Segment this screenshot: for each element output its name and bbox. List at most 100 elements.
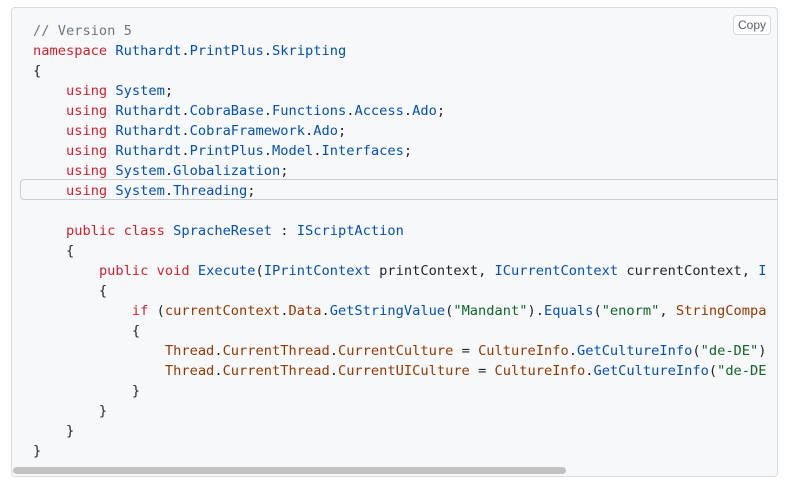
- code-token: ;: [337, 123, 347, 139]
- code-line: {: [33, 241, 74, 261]
- code-token: Ado: [412, 103, 437, 119]
- code-token: .: [403, 103, 413, 119]
- code-token: CultureInfo: [478, 343, 569, 359]
- code-token: SpracheReset: [173, 223, 273, 239]
- code-token: class: [123, 223, 165, 239]
- code-token: using: [65, 163, 108, 179]
- code-token: [148, 263, 156, 279]
- code-token: .: [181, 123, 190, 139]
- code-line: }: [33, 381, 140, 401]
- code-line: namespace Ruthardt.PrintPlus.Skripting: [33, 41, 346, 61]
- code-token: Skripting: [272, 43, 347, 59]
- code-token: .: [263, 103, 273, 119]
- code-token: GetStringValue: [329, 303, 446, 319]
- code-token: public: [65, 223, 116, 239]
- code-line: // Version 5: [33, 21, 132, 41]
- code-token: .: [181, 143, 190, 159]
- code-line: {: [33, 321, 140, 341]
- code-token: System: [115, 163, 165, 179]
- code-token: if: [131, 303, 149, 319]
- code-token: {: [33, 283, 108, 299]
- code-token: Ruthardt: [115, 103, 182, 119]
- code-token: Ruthardt: [115, 143, 182, 159]
- code-line: Thread.CurrentThread.CurrentCulture = Cu…: [33, 341, 767, 361]
- code-token: Interfaces: [321, 143, 404, 159]
- code-token: }: [33, 383, 141, 399]
- code-token: GetCultureInfo: [593, 363, 709, 379]
- highlighted-line: [20, 179, 777, 200]
- code-token: Ado: [313, 123, 338, 139]
- code-line: using Ruthardt.PrintPlus.Model.Interface…: [33, 141, 412, 161]
- code-token: "de-DE: [717, 363, 767, 379]
- code-token: .: [329, 343, 338, 359]
- code-token: {: [33, 243, 75, 259]
- code-token: .: [346, 103, 355, 119]
- code-token: [33, 363, 165, 379]
- code-token: "Mandant": [453, 303, 528, 319]
- code-token: .: [280, 303, 289, 319]
- code-token: (: [593, 303, 602, 319]
- code-token: System: [115, 183, 165, 199]
- code-token: =: [453, 343, 479, 359]
- code-token: ,: [659, 303, 676, 319]
- code-token: IPrintContext: [263, 263, 371, 279]
- scrollbar-thumb[interactable]: [13, 467, 566, 474]
- code-token: I: [758, 263, 767, 279]
- code-token: [33, 83, 66, 99]
- code-token: ICurrentContext: [494, 263, 619, 279]
- code-token: IScriptAction: [296, 223, 404, 239]
- code-token: PrintPlus: [189, 43, 264, 59]
- code-token: Globalization: [173, 163, 281, 179]
- code-token: void: [156, 263, 190, 279]
- code-token: printContext,: [370, 263, 495, 279]
- code-token: PrintPlus: [189, 143, 264, 159]
- code-token: [33, 143, 66, 159]
- code-token: Data: [288, 303, 322, 319]
- code-token: Access: [354, 103, 404, 119]
- code-token: CobraBase: [189, 103, 264, 119]
- code-token: CurrentThread: [222, 343, 330, 359]
- code-token: :: [272, 223, 297, 239]
- code-line: using System.Threading;: [33, 181, 256, 201]
- code-token: .: [263, 43, 273, 59]
- code-token: "de-DE": [700, 343, 759, 359]
- code-token: Ruthardt: [115, 43, 182, 59]
- code-token: Model: [272, 143, 314, 159]
- code-token: [33, 263, 99, 279]
- code-token: [33, 303, 132, 319]
- code-token: .: [263, 143, 273, 159]
- code-token: Equals: [543, 303, 594, 319]
- code-token: using: [65, 143, 108, 159]
- code-token: Thread: [164, 343, 215, 359]
- code-token: Ruthardt: [115, 123, 182, 139]
- code-line: }: [33, 421, 74, 441]
- horizontal-scrollbar[interactable]: [12, 465, 777, 476]
- code-token: [115, 223, 123, 239]
- code-token: }: [33, 443, 42, 459]
- code-token: Functions: [272, 103, 347, 119]
- code-token: ;: [403, 143, 413, 159]
- code-line: using System;: [33, 81, 173, 101]
- code-token: [33, 343, 165, 359]
- copy-button[interactable]: Copy: [732, 15, 771, 35]
- code-token: [33, 103, 66, 119]
- code-token: }: [33, 403, 108, 419]
- code-token: [33, 123, 66, 139]
- code-token: .: [304, 123, 314, 139]
- code-token: StringCompa: [675, 303, 767, 319]
- code-line: using Ruthardt.CobraBase.Functions.Acces…: [33, 101, 445, 121]
- code-token: namespace: [33, 43, 108, 59]
- code-line: }: [33, 401, 107, 421]
- code-line: {: [33, 61, 41, 81]
- code-token: Threading: [173, 183, 248, 199]
- code-token: .: [321, 303, 330, 319]
- code-token: CurrentCulture: [337, 343, 454, 359]
- code-token: .: [164, 183, 174, 199]
- code-token: ): [758, 343, 767, 359]
- code-token: {: [33, 63, 42, 79]
- code-token: GetCultureInfo: [576, 343, 693, 359]
- code-token: currentContext: [164, 303, 281, 319]
- code-token: (: [708, 363, 718, 379]
